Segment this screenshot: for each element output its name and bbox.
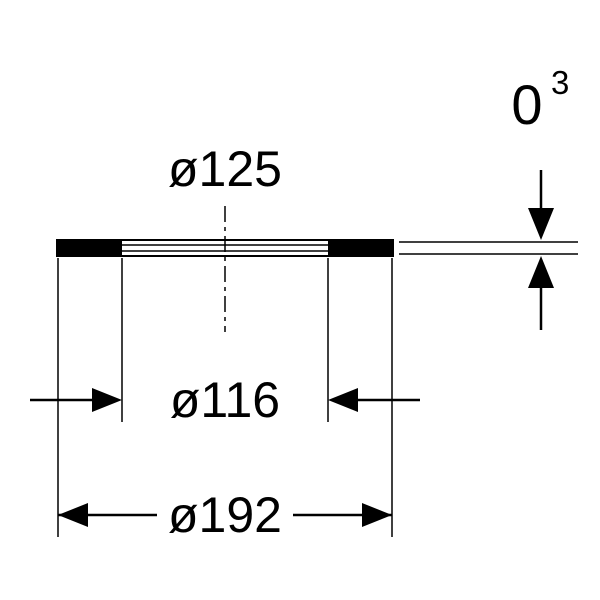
gasket-left-section [57, 240, 122, 256]
thickness-arrow-up-head [528, 256, 554, 288]
outer-diameter-arrowhead-right [362, 503, 392, 527]
inner-diameter-label: ø116 [170, 372, 280, 428]
dimension-top-diameter: ø125 [168, 141, 282, 197]
outer-diameter-label-background [157, 489, 293, 541]
outer-diameter-arrowhead-left [58, 503, 88, 527]
top-diameter-label: ø125 [168, 141, 282, 197]
dimension-thickness: 0 3 [399, 64, 578, 330]
inner-diameter-arrowhead-right [328, 388, 358, 412]
inner-diameter-arrowhead-left [92, 388, 122, 412]
thickness-arrow-down-head [528, 208, 554, 240]
dimension-inner-diameter: ø116 [30, 258, 420, 428]
outer-diameter-label: ø192 [168, 487, 282, 543]
thickness-value-label: 0 [511, 73, 542, 136]
gasket-right-section [328, 240, 393, 256]
dimension-outer-diameter: ø192 [57, 258, 393, 543]
thickness-superscript-label: 3 [551, 64, 569, 101]
